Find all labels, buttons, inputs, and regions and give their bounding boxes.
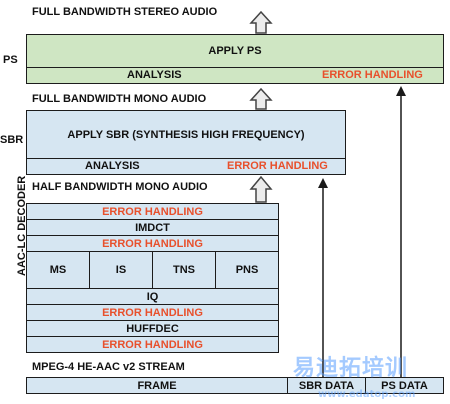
iq-label: IQ (146, 290, 159, 303)
ps-error-handling: ERROR HANDLING (322, 69, 423, 81)
huffdec-label: HUFFDEC (126, 322, 179, 335)
aac-error-text-3: ERROR HANDLING (102, 306, 203, 319)
ps-data-arrowhead (396, 86, 406, 96)
aac-error-handling-3: ERROR HANDLING (26, 304, 279, 321)
ps-analysis-bar: ANALYSIS ERROR HANDLING (26, 67, 444, 84)
frame-label: FRAME (137, 379, 177, 392)
ps-data-label: PS DATA (381, 379, 428, 392)
apply-ps-label: APPLY PS (208, 45, 262, 57)
sbr-data-box: SBR DATA (287, 377, 366, 394)
aac-error-handling-2: ERROR HANDLING (26, 235, 279, 252)
frame-box: FRAME (26, 377, 288, 394)
hollow-up-arrow-stereo (249, 10, 273, 34)
aac-error-text-1: ERROR HANDLING (102, 205, 203, 218)
huffdec-box: HUFFDEC (26, 320, 279, 337)
sbr-analysis-bar: ANALYSIS ERROR HANDLING (26, 158, 346, 175)
aac-error-handling-1: ERROR HANDLING (26, 203, 279, 220)
imdct-label: IMDCT (135, 221, 170, 234)
aac-error-text-2: ERROR HANDLING (102, 237, 203, 250)
sbr-side-label: SBR (0, 134, 24, 146)
iq-box: IQ (26, 288, 279, 305)
sbr-data-arrowhead (318, 178, 328, 188)
half-mono-audio-label: HALF BANDWIDTH MONO AUDIO (32, 181, 208, 193)
stereo-audio-label: FULL BANDWIDTH STEREO AUDIO (32, 6, 218, 18)
pns-box: PNS (215, 251, 279, 289)
apply-ps-box: APPLY PS (26, 34, 444, 68)
sbr-analysis-label: ANALYSIS (85, 160, 140, 172)
watermark-logo-text: 易迪拓培训 (293, 356, 409, 381)
sbr-error-handling: ERROR HANDLING (227, 160, 328, 172)
full-mono-audio-label: FULL BANDWIDTH MONO AUDIO (32, 93, 207, 105)
ps-analysis-label: ANALYSIS (127, 69, 182, 81)
imdct-box: IMDCT (26, 219, 279, 236)
sbr-data-label: SBR DATA (298, 379, 355, 392)
is-label: IS (115, 264, 127, 276)
tns-box: TNS (152, 251, 216, 289)
watermark-url: www.edatop.com (318, 389, 416, 400)
ps-side-label: PS (3, 54, 18, 66)
is-box: IS (89, 251, 153, 289)
ps-data-box: PS DATA (365, 377, 444, 394)
aac-error-handling-4: ERROR HANDLING (26, 336, 279, 353)
aac-error-text-4: ERROR HANDLING (102, 338, 203, 351)
ms-label: MS (49, 264, 67, 276)
hollow-up-arrow-mono-half (249, 175, 273, 203)
stream-label: MPEG-4 HE-AAC v2 STREAM (32, 361, 185, 373)
tns-label: TNS (173, 264, 195, 276)
apply-sbr-label: APPLY SBR (SYNTHESIS HIGH FREQUENCY) (67, 128, 305, 141)
pns-label: PNS (235, 264, 259, 276)
apply-sbr-box: APPLY SBR (SYNTHESIS HIGH FREQUENCY) (26, 110, 346, 159)
hollow-up-arrow-mono-full (249, 87, 273, 110)
ms-box: MS (26, 251, 90, 289)
